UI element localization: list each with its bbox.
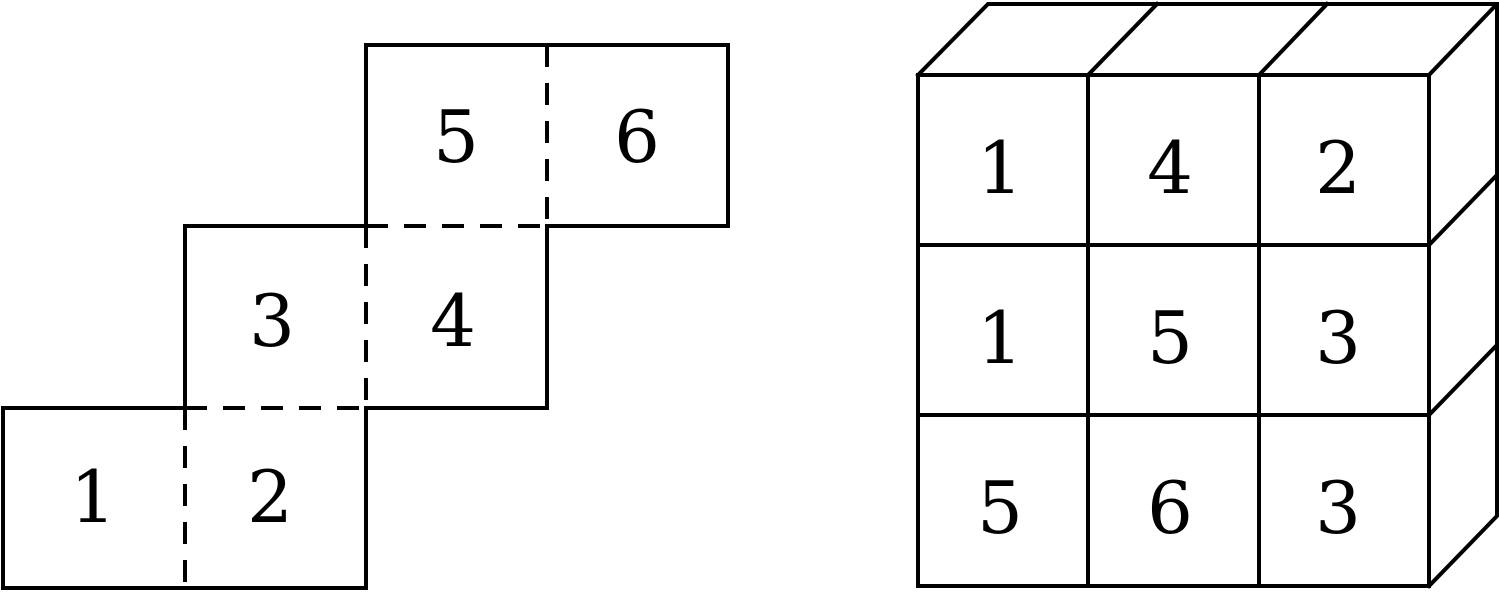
cube-cell-label: 4 [1147,126,1193,210]
cube-top-grid-line [1256,1,1330,78]
cube-cell-label: 5 [977,466,1023,550]
cube-cell-label: 1 [977,126,1023,210]
cube-front-face [916,73,1431,588]
cube-cell-label: 1 [977,296,1023,380]
cube-side-grid-line [1426,342,1499,418]
net-face-label: 1 [70,455,116,539]
net-outline [1,43,730,590]
net-face-label: 6 [614,95,660,179]
cube-side-grid-line [1426,172,1499,248]
net-face-label: 3 [249,279,295,363]
cube-cell-label: 3 [1315,466,1361,550]
cube-cell-label: 3 [1315,296,1361,380]
net-face-label: 4 [430,279,476,363]
cube-cell-label: 6 [1147,466,1193,550]
net-face-label: 2 [247,455,293,539]
cube-top-grid-line [1085,1,1160,78]
net-face-label: 5 [433,95,479,179]
cube-side-face [1426,2,1499,589]
assembled-cube: 1 4 2 1 5 3 5 6 3 [915,1,1499,589]
cube-top-face [915,2,1499,78]
cube-cell-label: 5 [1147,296,1193,380]
unfolded-net: 1 2 3 4 5 6 [1,43,730,590]
cube-cell-label: 2 [1315,126,1361,210]
